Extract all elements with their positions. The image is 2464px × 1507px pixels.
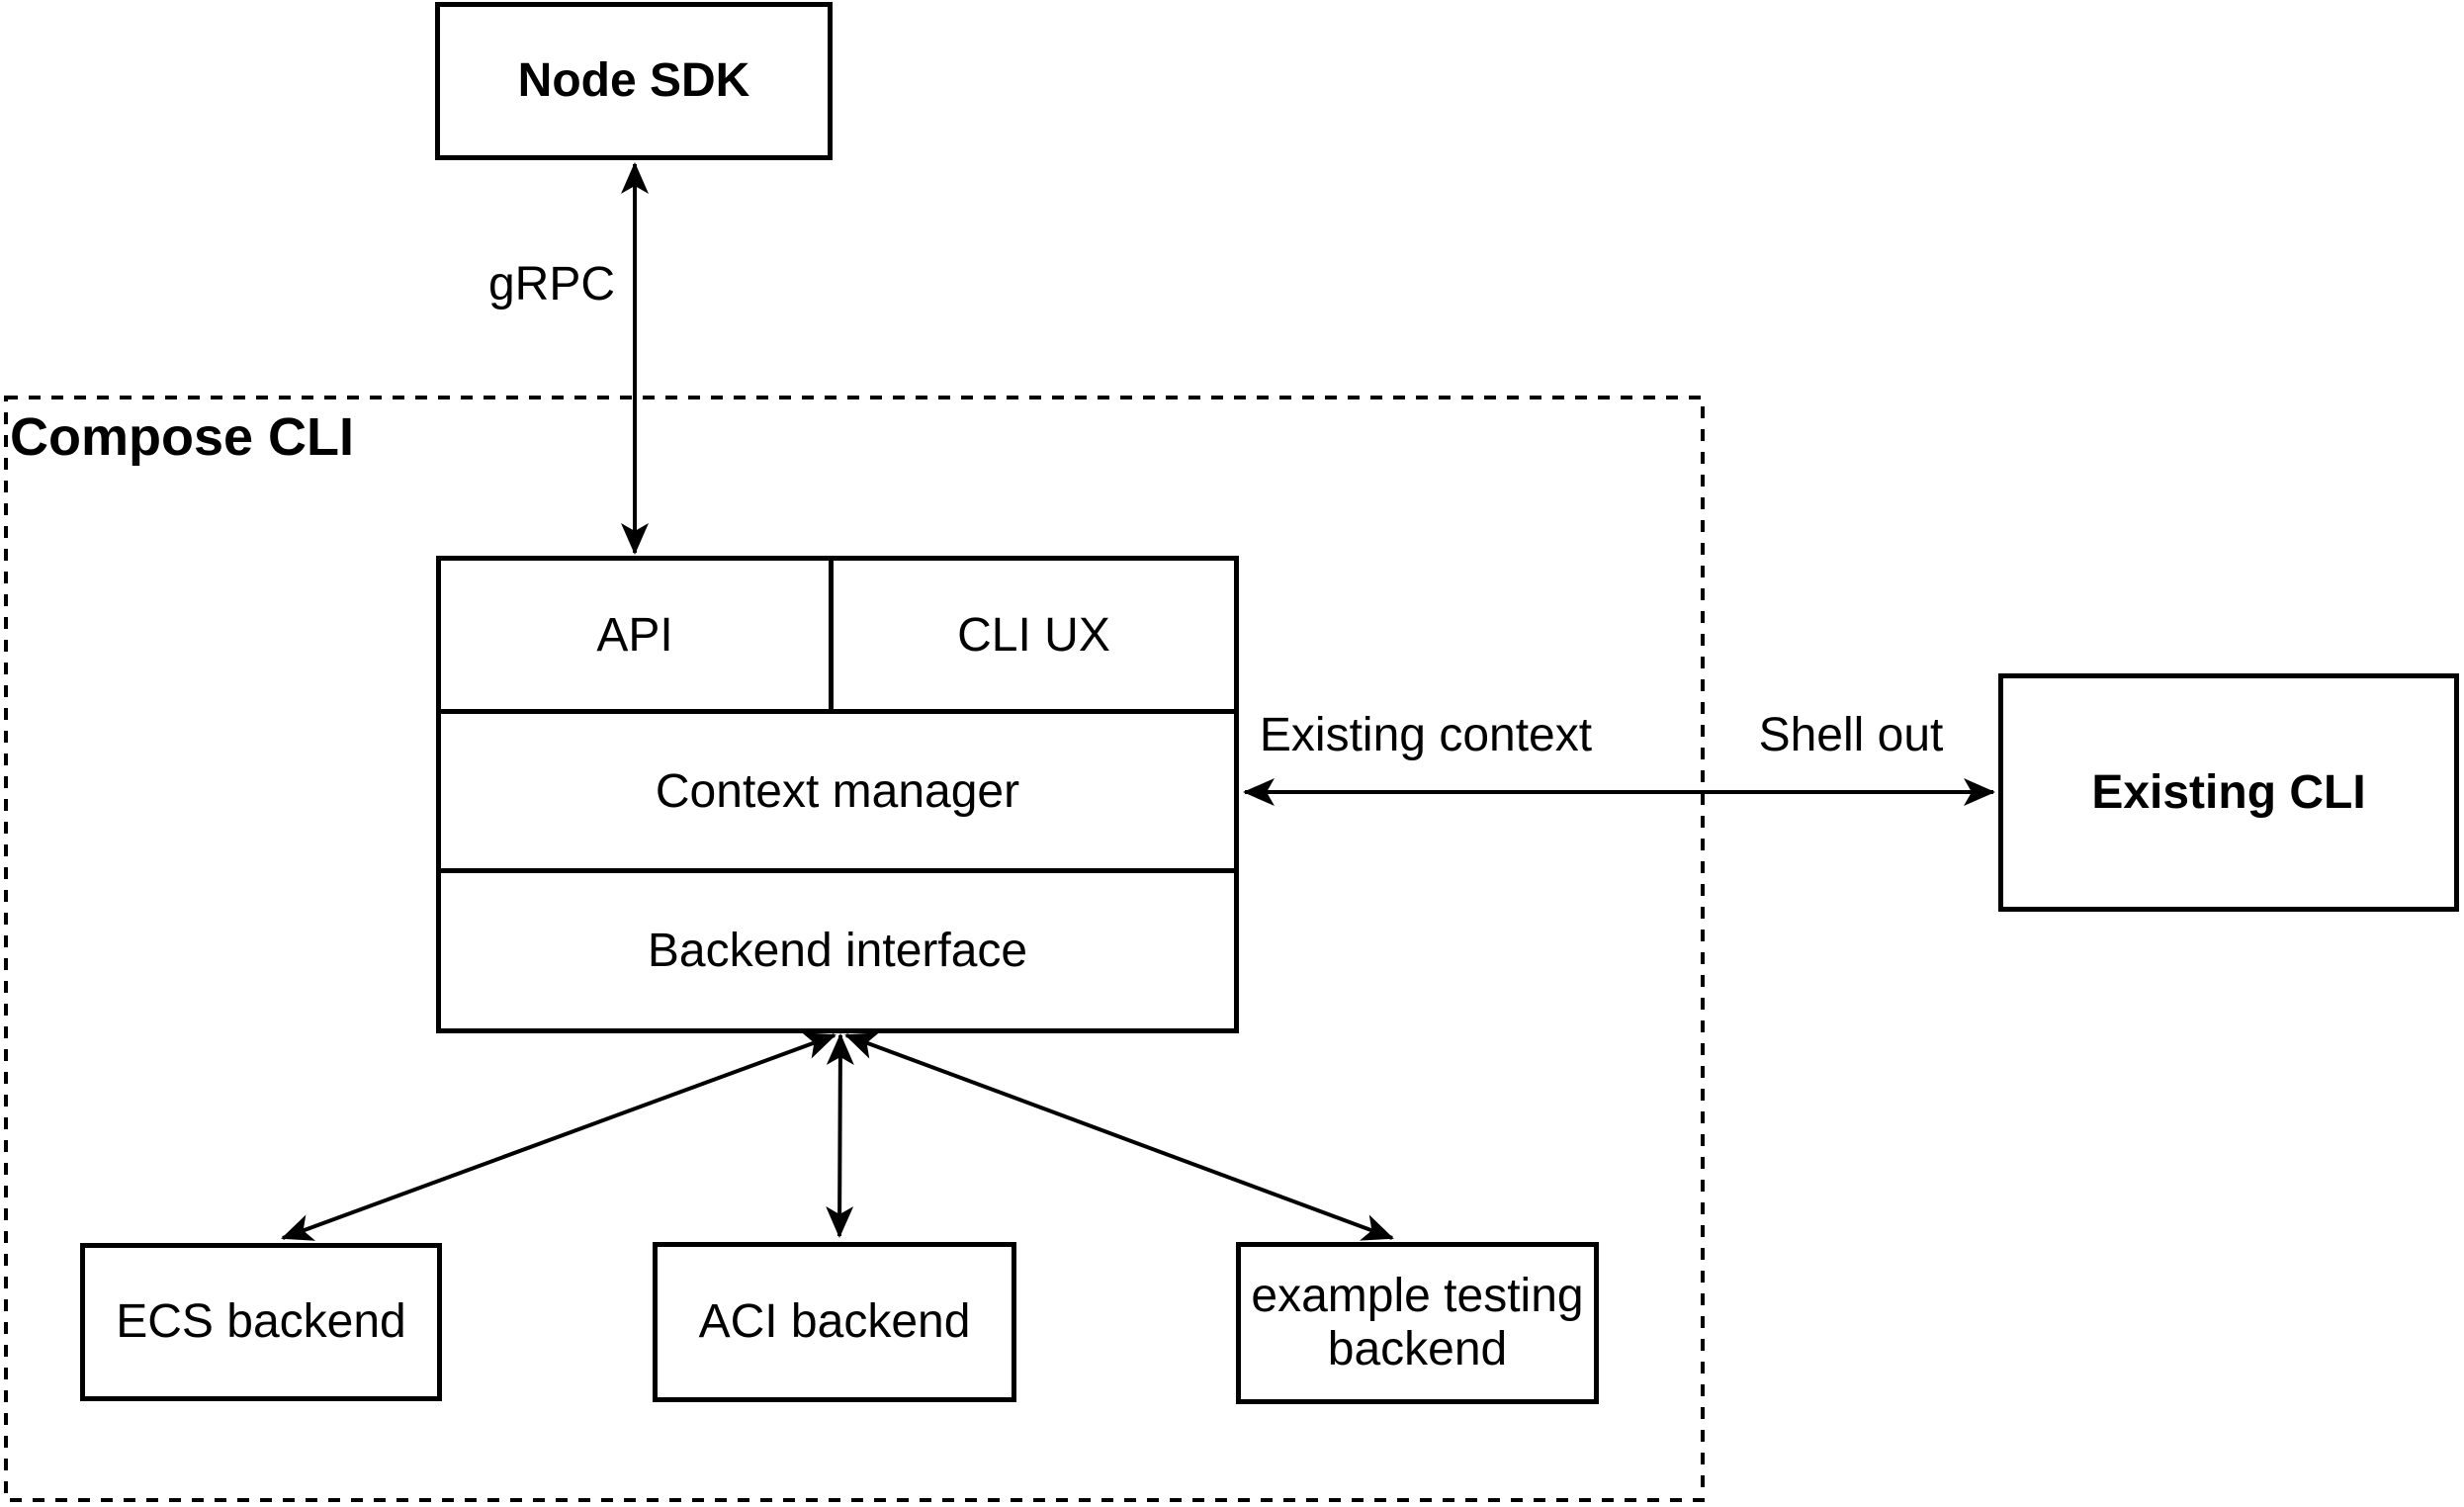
- backend-to-example-arrow: [844, 1032, 1394, 1241]
- cli-ux-label: CLI UX: [957, 608, 1110, 662]
- aci-backend-label: ACI backend: [698, 1295, 971, 1349]
- aci-backend-box: ACI backend: [653, 1242, 1016, 1402]
- api-cell: API: [441, 561, 829, 709]
- backend-to-ecs-arrow: [281, 1032, 836, 1241]
- api-label: API: [596, 608, 673, 662]
- ecs-backend-label: ECS backend: [116, 1295, 406, 1349]
- grpc-edge-label: gRPC: [487, 257, 616, 310]
- context-manager-cell: Context manager: [441, 714, 1234, 868]
- compose-cli-group-label: Compose CLI: [10, 407, 355, 467]
- backend-interface-label: Backend interface: [647, 925, 1028, 977]
- existing-cli-box: Existing CLI: [1998, 673, 2459, 912]
- shell-out-edge-label: Shell out: [1758, 708, 1944, 761]
- example-testing-backend-box: example testing backend: [1236, 1242, 1599, 1404]
- backend-to-aci-arrow: [826, 1033, 854, 1238]
- backend-interface-cell: Backend interface: [441, 873, 1234, 1028]
- existing-context-edge-label: Existing context: [1259, 708, 1593, 761]
- node-sdk-box: Node SDK: [435, 2, 833, 160]
- example-testing-backend-label: example testing backend: [1251, 1270, 1584, 1375]
- node-sdk-label: Node SDK: [517, 54, 750, 108]
- cli-ux-cell: CLI UX: [834, 561, 1234, 709]
- context-manager-label: Context manager: [655, 764, 1020, 818]
- ecs-backend-box: ECS backend: [80, 1243, 442, 1401]
- existing-cli-label: Existing CLI: [2091, 765, 2366, 819]
